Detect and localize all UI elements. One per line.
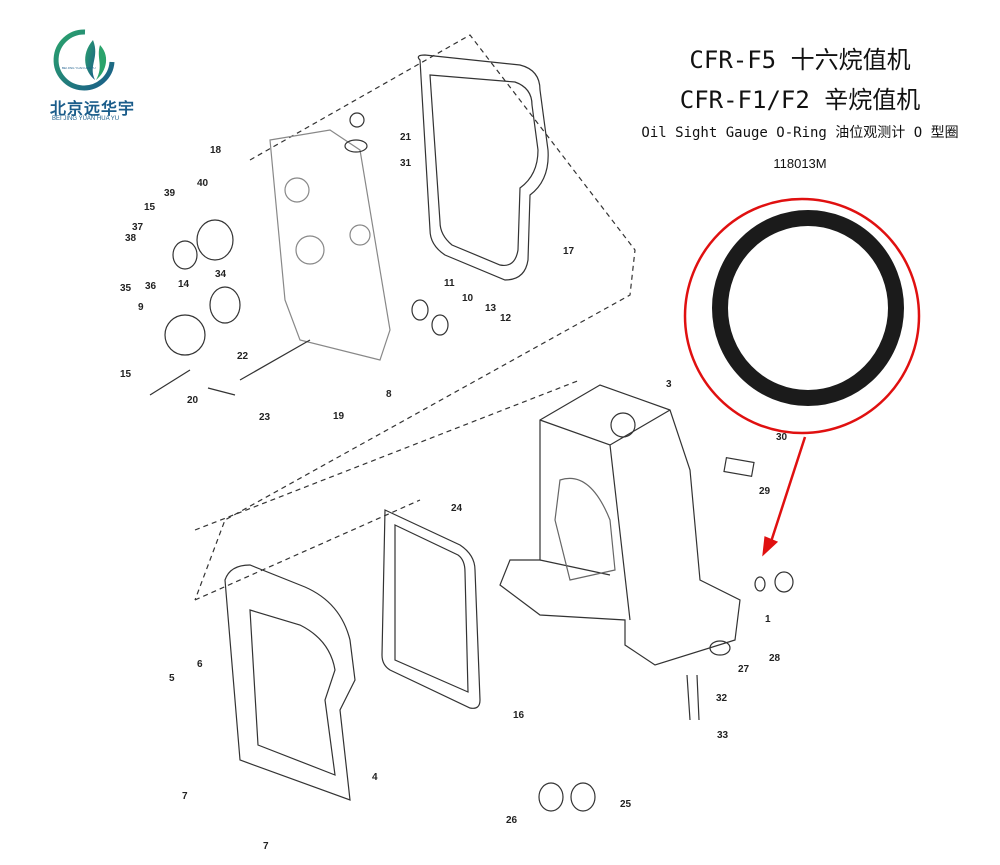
callout-label: 32 [716, 693, 728, 704]
callout-label: 26 [506, 815, 518, 826]
callout-label: 33 [717, 730, 729, 741]
dashed-assembly-line-lower [194, 379, 581, 601]
highlight-arrow [767, 436, 807, 549]
callout-label: 29 [759, 486, 771, 497]
callout-label: 14 [178, 279, 190, 290]
callout-label: 8 [386, 389, 392, 400]
callout-label: 28 [769, 653, 781, 664]
logo-name-cn: 北京远华宇 [50, 101, 136, 118]
callout-label: 20 [187, 395, 199, 406]
highlight-circle [683, 197, 921, 435]
callout-label: 21 [400, 132, 412, 143]
title-line-2: CFR-F1/F2 辛烷值机 [679, 86, 921, 114]
callout-label: 31 [400, 158, 412, 169]
callout-label: 23 [259, 412, 271, 423]
gasket-16 [381, 509, 481, 709]
crankcase-housing [499, 384, 741, 666]
logo-ring-text: BEI JING YUAN HUA YU [62, 66, 96, 70]
part-number: 118013M [773, 156, 827, 171]
callout-label: 40 [197, 178, 209, 189]
gasket-4 [224, 564, 356, 801]
callout-label: 30 [776, 432, 788, 443]
callout-label: 38 [125, 233, 137, 244]
gear-cover [269, 129, 391, 361]
callout-label: 36 [145, 281, 157, 292]
callout-label: 39 [164, 188, 176, 199]
logo-name-en: BEI JING YUAN HUA YU [52, 116, 120, 122]
callout-label: 22 [237, 351, 249, 362]
o-ring-photo [712, 210, 904, 406]
callout-label: 18 [210, 145, 222, 156]
callout-label: 7 [263, 841, 269, 852]
title-line-1: CFR-F5 十六烷值机 [689, 46, 911, 74]
callout-label: 35 [120, 283, 132, 294]
callout-label: 27 [738, 664, 750, 675]
callout-label: 12 [500, 313, 512, 324]
callout-label: 10 [462, 293, 474, 304]
callout-label: 34 [215, 269, 227, 280]
callout-label: 15 [144, 202, 156, 213]
callout-label: 6 [197, 659, 203, 670]
callout-label: 5 [169, 673, 175, 684]
gasket-17 [417, 54, 549, 281]
callout-label: 25 [620, 799, 632, 810]
callout-label: 3 [666, 379, 672, 390]
callout-label: 11 [444, 278, 455, 289]
callout-label: 37 [132, 222, 144, 233]
callout-label: 4 [372, 772, 378, 783]
callout-label: 16 [513, 710, 525, 721]
title-line-3: Oil Sight Gauge O-Ring 油位观测计 O 型圈 [641, 125, 959, 141]
callout-label: 1 [765, 614, 771, 625]
callout-label: 15 [120, 369, 132, 380]
callout-label: 24 [451, 503, 463, 514]
callout-label: 19 [333, 411, 345, 422]
callout-label: 13 [485, 303, 497, 314]
callout-label: 7 [182, 791, 188, 802]
callout-label: 17 [563, 246, 575, 257]
callout-label: 9 [138, 302, 144, 313]
